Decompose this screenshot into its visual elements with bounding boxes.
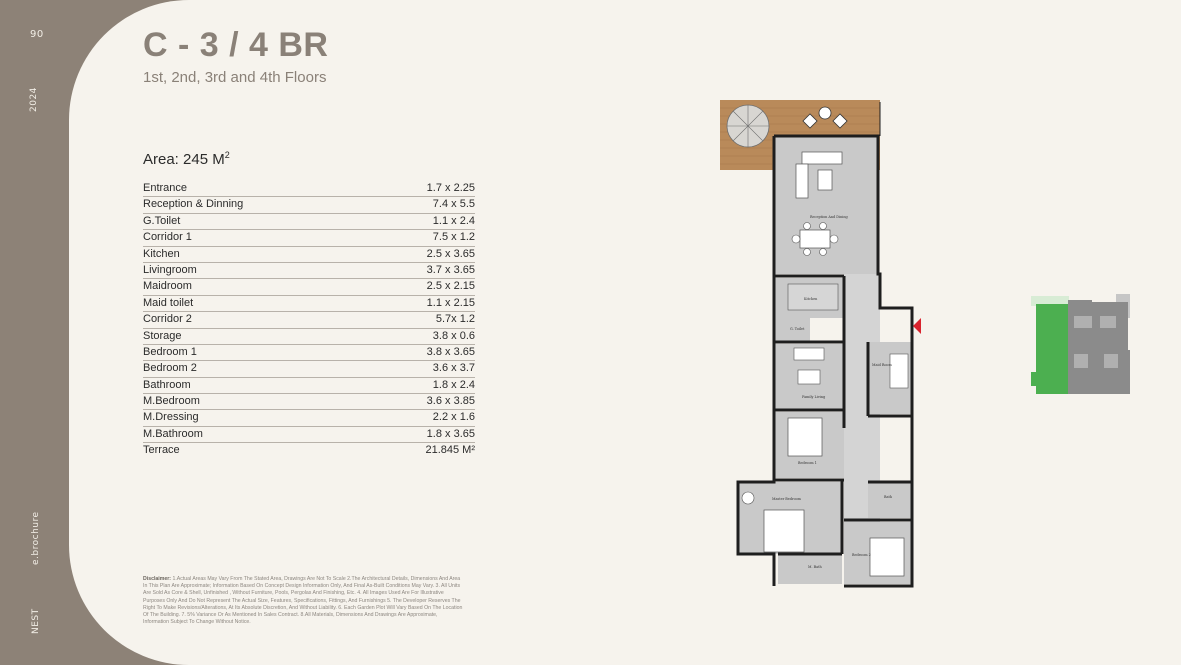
terrace-chair-icon [802, 113, 818, 129]
room-row: Bedroom 1 3.8 x 3.65 [143, 345, 475, 362]
floor-plan: Reception And Dining Kitchen G. Toilet F… [720, 100, 914, 588]
sofa-icon [801, 151, 843, 165]
kitchen-counter-icon [787, 283, 839, 311]
key-plan [1031, 294, 1130, 394]
room-name: M.Bathroom [143, 427, 203, 440]
room-size: 3.8 x 3.65 [426, 345, 475, 358]
disclaimer-text: 1.Actual Areas May Vary From The Stated … [143, 576, 463, 626]
page-number: 90 [30, 29, 44, 40]
room-size: 1.1 x 2.15 [426, 296, 475, 309]
coffee-table-icon [817, 169, 833, 191]
room-size: 1.7 x 2.25 [426, 182, 475, 194]
room-size: 3.7 x 3.65 [426, 263, 475, 276]
room-row: Kitchen 2.5 x 3.65 [143, 247, 475, 263]
room-row: M.Bedroom 3.6 x 3.85 [143, 394, 475, 411]
bed-icon [869, 537, 905, 577]
room-size: 3.6 x 3.85 [426, 395, 475, 408]
gtoilet-room [774, 318, 810, 342]
room-row: Bedroom 2 3.6 x 3.7 [143, 361, 475, 378]
room-name: Storage [143, 329, 182, 342]
label-kitchen: Kitchen [804, 297, 818, 301]
disclaimer: Disclaimer: 1.Actual Areas May Vary From… [143, 576, 463, 626]
room-size: 5.7x 1.2 [435, 313, 475, 326]
label-master: Master Bedroom [772, 497, 802, 501]
label-reception: Reception And Dining [810, 215, 849, 219]
page-subtitle: 1st, 2nd, 3rd and 4th Floors [143, 69, 327, 86]
entrance-arrow-icon [913, 318, 921, 334]
brochure-label: e.brochure [31, 511, 41, 565]
room-row: Corridor 2 5.7x 1.2 [143, 312, 475, 329]
room-name: Reception & Dinning [143, 198, 244, 211]
label-bedroom1: Bedroom 1 [798, 461, 817, 465]
room-size: 21.845 M² [425, 444, 475, 457]
page-title: C - 3 / 4 BR [143, 26, 329, 64]
room-name: Kitchen [143, 247, 180, 260]
room-name: M.Dressing [143, 411, 199, 424]
room-row: Livingroom 3.7 x 3.65 [143, 263, 475, 280]
terrace-table-icon [818, 106, 832, 120]
room-size: 7.5 x 1.2 [432, 231, 475, 244]
chair-icon [741, 491, 755, 505]
area-label: Area: 245 M2 [143, 150, 230, 168]
maid-bed-icon [889, 353, 909, 389]
room-size: 1.8 x 2.4 [432, 378, 475, 391]
room-row: Maid toilet 1.1 x 2.15 [143, 296, 475, 313]
room-size: 2.5 x 2.15 [426, 280, 475, 293]
bed-icon [763, 509, 805, 553]
label-bath: Bath [884, 495, 893, 499]
living-table-icon [797, 369, 821, 385]
room-row: Bathroom 1.8 x 2.4 [143, 378, 475, 395]
room-size: 7.4 x 5.5 [432, 198, 475, 211]
room-name: Maid toilet [143, 296, 194, 309]
dining-table-icon [799, 229, 831, 249]
room-size: 1.8 x 3.65 [426, 427, 475, 440]
room-name: Bathroom [143, 378, 191, 391]
label-living: Family Living [802, 395, 826, 399]
room-name: Corridor 1 [143, 231, 192, 244]
room-name: Bedroom 1 [143, 345, 197, 358]
room-size: 2.2 x 1.6 [432, 411, 475, 424]
room-row: Maidroom 2.5 x 2.15 [143, 279, 475, 296]
room-name: Maidroom [143, 280, 192, 293]
year-label: 2024 [29, 87, 39, 112]
room-row: M.Dressing 2.2 x 1.6 [143, 410, 475, 427]
room-row: Terrace 21.845 M² [143, 443, 475, 458]
bath-room [868, 482, 912, 518]
area-text: Area: 245 M [143, 151, 225, 168]
bed-icon [787, 417, 823, 457]
room-size: 3.6 x 3.7 [432, 362, 475, 375]
room-name: Terrace [143, 444, 180, 457]
room-name: M.Bedroom [143, 395, 200, 408]
room-row: Reception & Dinning 7.4 x 5.5 [143, 197, 475, 214]
room-row: G.Toilet 1.1 x 2.4 [143, 214, 475, 231]
label-mbath: M. Bath [808, 565, 823, 569]
mbath-room [778, 554, 842, 584]
room-row: M.Bathroom 1.8 x 3.65 [143, 427, 475, 444]
room-row: Entrance 1.7 x 2.25 [143, 181, 475, 198]
area-unit-sup: 2 [224, 150, 230, 160]
room-row: Corridor 1 7.5 x 1.2 [143, 230, 475, 247]
sidebar: 90 2024 e.brochure NEST [0, 0, 75, 665]
room-name: G.Toilet [143, 214, 181, 227]
content-panel [69, 0, 1181, 665]
room-row: Storage 3.8 x 0.6 [143, 329, 475, 345]
label-maidroom: Maid Room [872, 363, 892, 367]
room-name: Livingroom [143, 263, 197, 276]
sofa-icon [795, 163, 809, 199]
terrace-chair-icon [832, 113, 848, 129]
label-bedroom2: Bedroom 2 [852, 553, 871, 557]
room-size: 1.1 x 2.4 [432, 214, 475, 227]
disclaimer-label: Disclaimer: [143, 576, 171, 582]
room-size: 2.5 x 3.65 [426, 247, 475, 260]
living-sofa-icon [793, 347, 825, 361]
label-gtoilet: G. Toilet [790, 327, 805, 331]
key-plan-unit-highlight [1036, 304, 1068, 394]
room-size: 3.8 x 0.6 [432, 329, 475, 342]
room-name: Entrance [143, 182, 188, 194]
room-name: Corridor 2 [143, 313, 192, 326]
room-name: Bedroom 2 [143, 362, 197, 375]
brand-label: NEST [31, 608, 41, 634]
